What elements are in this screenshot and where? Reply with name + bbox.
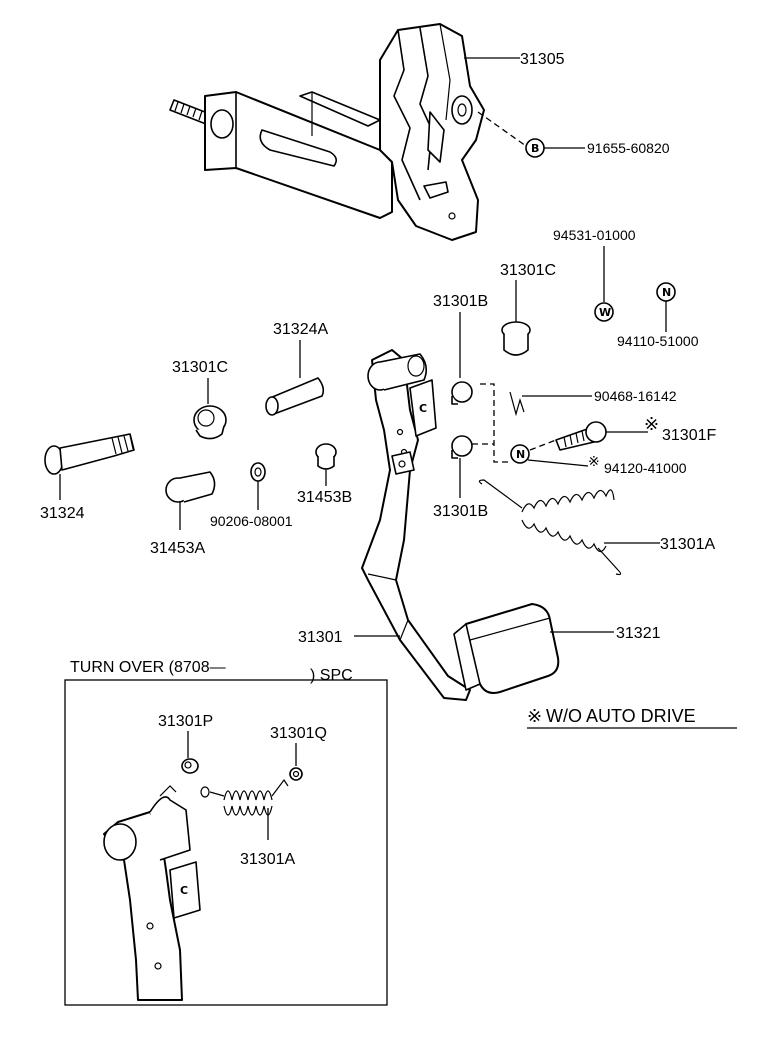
label-31301A-inset: 31301A (240, 851, 295, 868)
label-31301P: 31301P (158, 713, 213, 730)
label-31301C-left: 31301C (172, 359, 228, 376)
bushing-31301p (181, 758, 199, 774)
label-31453A: 31453A (150, 540, 205, 557)
svg-text:C: C (419, 402, 427, 415)
label-31301C-right: 31301C (500, 262, 556, 279)
label-31301: 31301 (298, 629, 343, 646)
inset-title-spc: ) SPC (310, 667, 353, 684)
return-spring-31301a (478, 479, 622, 576)
label-31301Q: 31301Q (270, 725, 327, 742)
bushing-31453b (315, 443, 337, 470)
pedal-pad-31321 (453, 603, 560, 694)
brake-pedal-inset: C (103, 785, 201, 1001)
washer-w-symbol (594, 302, 614, 322)
label-31301F: 31301F (662, 427, 716, 444)
label-31305: 31305 (520, 51, 565, 68)
nut-n-symbol-bottom (510, 444, 530, 464)
svg-text:C: C (180, 884, 188, 897)
washer-90206-08001 (250, 462, 266, 482)
bushing-31301q (289, 767, 303, 781)
label-91655-60820: 91655-60820 (587, 140, 670, 156)
pin-31453a (165, 471, 216, 503)
turnover-inset-box (64, 679, 388, 1006)
asterisk-31301f: ※ (644, 414, 659, 434)
stopper-31301b-top (451, 381, 473, 405)
brake-pedal-lever-31301: C (361, 349, 471, 701)
label-31301B-top: 31301B (433, 293, 488, 310)
washer-w-letter: W (599, 306, 611, 319)
note-wo-auto-drive: W/O AUTO DRIVE (546, 706, 696, 726)
switch-31301f (555, 421, 607, 451)
label-94110-51000: 94110-51000 (617, 333, 699, 349)
nut-n-letter-bottom: N (516, 448, 525, 461)
bushing-31301c-right (501, 321, 531, 356)
bracket-31305 (169, 23, 485, 241)
asterisk-94120: ※ (588, 453, 600, 469)
inset-title: TURN OVER (8708— (70, 659, 226, 676)
label-31321: 31321 (616, 625, 661, 642)
label-31453B: 31453B (297, 489, 352, 506)
nut-n-letter-top: N (662, 286, 671, 299)
label-94531-01000: 94531-01000 (553, 227, 636, 243)
spring-31301a-inset (200, 778, 289, 816)
label-31301B-bottom: 31301B (433, 503, 488, 520)
label-94120-41000: 94120-41000 (604, 460, 687, 476)
bushing-31301c-left (193, 405, 227, 440)
label-90468-16142: 90468-16142 (594, 388, 677, 404)
label-31324A: 31324A (273, 321, 328, 338)
label-90206-08001: 90206-08001 (210, 513, 293, 529)
stopper-31301b-bottom (451, 435, 473, 459)
asterisk-note: ※ (527, 706, 542, 726)
clip-90468-16142 (509, 391, 525, 417)
bolt-31324 (44, 433, 135, 475)
label-31301A: 31301A (660, 536, 715, 553)
pin-31324a (265, 377, 325, 416)
bolt-b-letter: B (531, 142, 539, 155)
label-31324: 31324 (40, 505, 85, 522)
